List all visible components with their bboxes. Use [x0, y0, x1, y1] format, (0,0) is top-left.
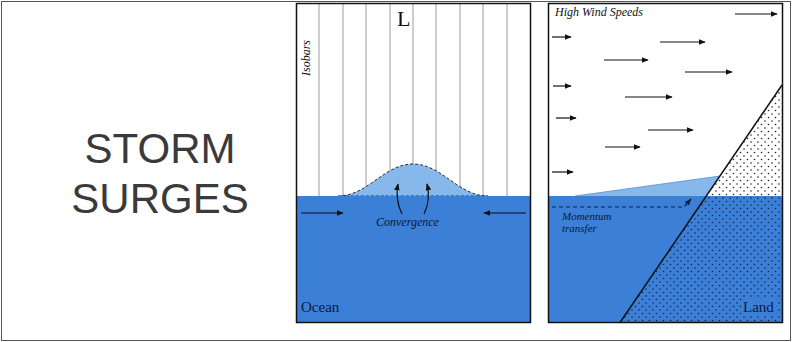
low-pressure-panel — [297, 4, 531, 323]
panel-ground — [297, 4, 531, 323]
panel-border — [549, 4, 783, 323]
wind-label: High Wind Speeds — [553, 6, 645, 20]
wind-arrow — [556, 117, 576, 118]
momentum-arrow — [552, 199, 691, 207]
wind-arrow — [625, 96, 672, 97]
wind-arrow — [552, 36, 571, 37]
isobar — [390, 4, 391, 196]
isobars-label: Isobars — [300, 38, 314, 78]
water-dome — [338, 164, 488, 196]
flow-arrow — [484, 212, 526, 213]
wind-setup-panel — [549, 4, 783, 323]
momentum-label: Momentum transfer — [562, 210, 632, 234]
ocean-water — [297, 196, 530, 323]
upwelling-arrow — [397, 184, 402, 214]
wind-arrow — [660, 41, 705, 42]
flow-arrow — [301, 212, 343, 213]
shoreline-slope — [620, 85, 782, 323]
submerged-land-texture — [620, 196, 782, 323]
surge-wedge — [575, 176, 720, 196]
submerged-land — [620, 196, 782, 323]
wind-arrow — [648, 129, 693, 130]
wind-arrow — [604, 59, 648, 60]
panel-border — [297, 4, 531, 323]
isobar — [366, 4, 367, 196]
low-pressure-symbol: L — [395, 6, 412, 31]
panel-ground — [549, 4, 783, 323]
isobar — [483, 4, 484, 196]
wind-arrows — [552, 14, 777, 172]
ocean-label: Ocean — [301, 299, 339, 316]
upwelling-arrow — [424, 184, 428, 214]
land-label: Land — [741, 299, 776, 316]
isobar — [460, 4, 461, 196]
isobar — [507, 4, 508, 196]
isobar — [319, 4, 320, 196]
convergence-label: Convergence — [376, 216, 439, 230]
isobar — [343, 4, 344, 196]
convergence-arrows — [301, 184, 526, 214]
wind-arrow — [605, 146, 640, 147]
raised-surface — [575, 176, 720, 196]
isobar — [436, 4, 437, 196]
wind-arrow — [735, 13, 777, 14]
diagram-title: STORM SURGES — [40, 124, 280, 225]
wind-arrow — [685, 71, 732, 72]
wind-arrow — [553, 85, 571, 86]
isobar-lines — [319, 4, 507, 196]
wind-arrow — [552, 171, 573, 172]
